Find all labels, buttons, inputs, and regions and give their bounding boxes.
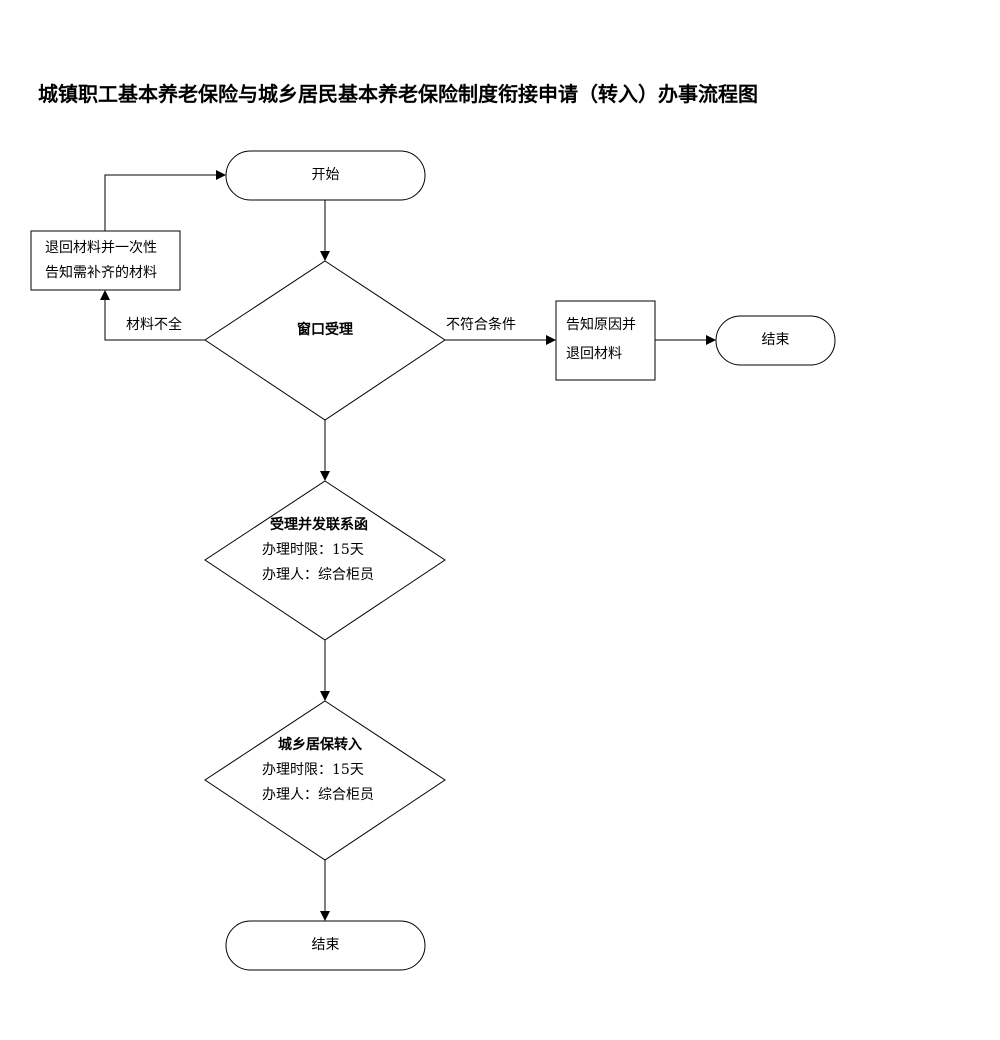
edge-incomplete bbox=[100, 290, 205, 341]
end-right-label: 结束 bbox=[761, 332, 790, 348]
page-title: 城镇职工基本养老保险与城乡居民基本养老保险制度衔接申请（转入）办事流程图 bbox=[38, 82, 758, 106]
start-label: 开始 bbox=[311, 167, 340, 183]
step2-time: 办理时限：15天 bbox=[262, 762, 364, 778]
step1-title: 受理并发联系函 bbox=[270, 517, 368, 533]
return-box-line1: 退回材料并一次性 bbox=[45, 240, 157, 256]
step1-person: 办理人：综合柜员 bbox=[262, 567, 374, 583]
incomplete-edge-label: 材料不全 bbox=[126, 317, 182, 333]
edge-return-to-start bbox=[104, 170, 226, 231]
step2-title: 城乡居保转入 bbox=[278, 737, 362, 753]
return-box-line2: 告知需补齐的材料 bbox=[45, 265, 157, 281]
end-terminator-bottom bbox=[225, 920, 426, 971]
step2-person: 办理人：综合柜员 bbox=[262, 787, 374, 803]
end-bottom-label: 结束 bbox=[311, 937, 340, 953]
notify-box-line2: 退回材料 bbox=[566, 346, 622, 362]
window-accept-label: 窗口受理 bbox=[297, 322, 353, 338]
notify-box-line1: 告知原因并 bbox=[566, 317, 636, 333]
step1-time: 办理时限：15天 bbox=[262, 542, 364, 558]
nonconform-edge-label: 不符合条件 bbox=[446, 317, 516, 333]
notify-return-box bbox=[555, 300, 656, 381]
end-terminator-right bbox=[715, 315, 836, 366]
